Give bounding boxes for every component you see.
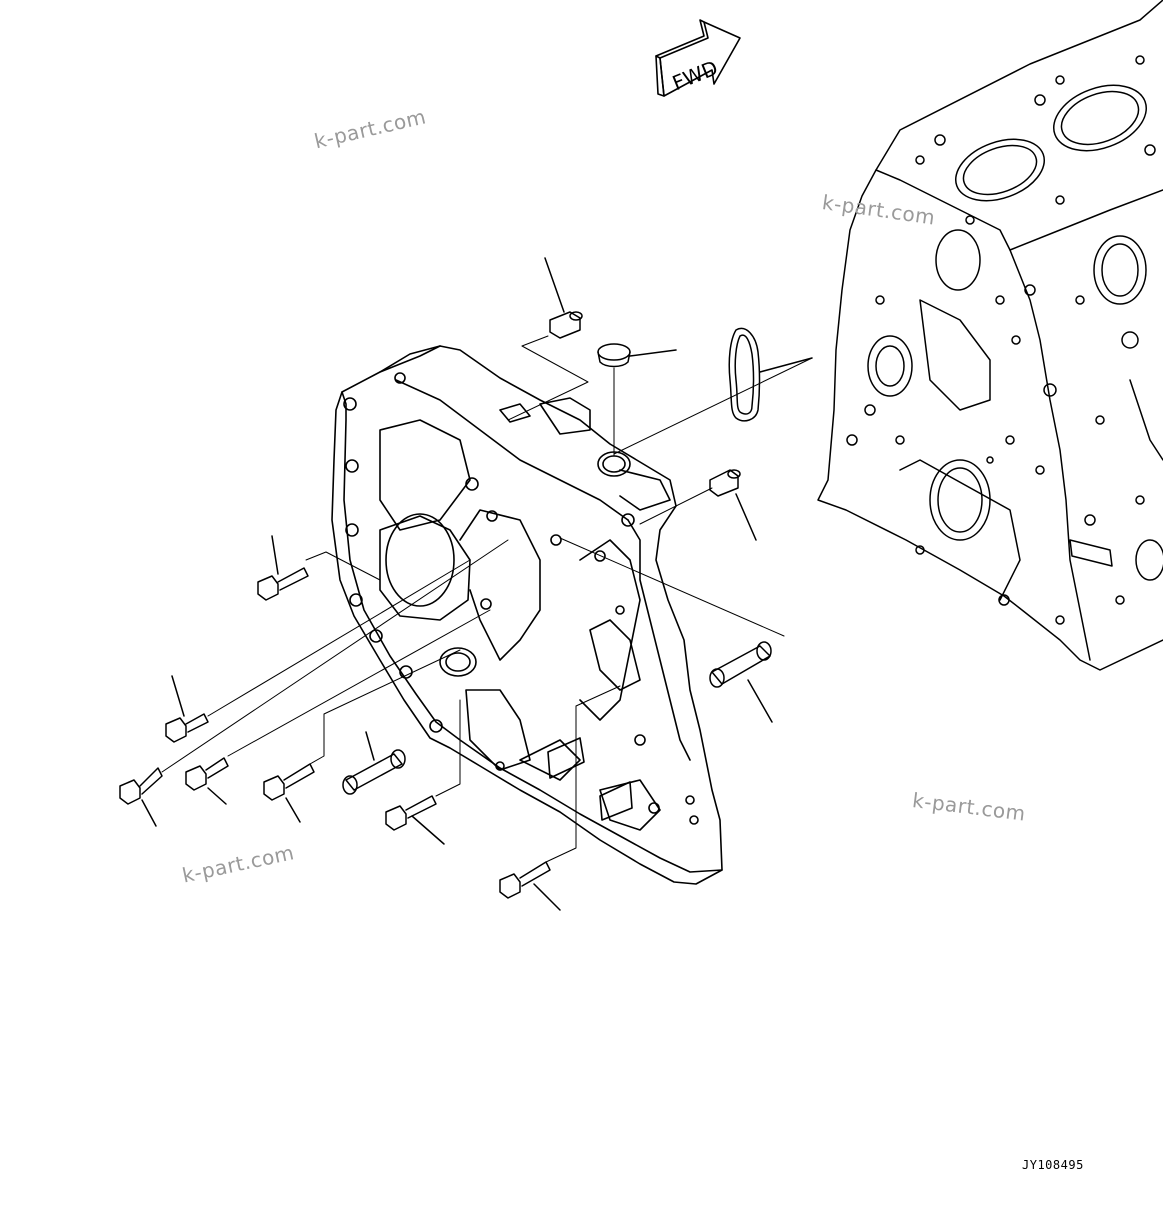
sleeve-left bbox=[342, 731, 406, 795]
bolt-2 bbox=[165, 675, 209, 743]
bolt-3 bbox=[119, 767, 163, 827]
fwd-label: FWD bbox=[669, 56, 721, 96]
bolt-6 bbox=[385, 795, 445, 845]
bolt-7 bbox=[499, 861, 561, 911]
gasket bbox=[728, 327, 813, 422]
alignment-lines bbox=[161, 335, 813, 863]
dowel-pin-top bbox=[544, 257, 583, 339]
bolt-4 bbox=[185, 757, 229, 805]
sleeve-right bbox=[709, 641, 773, 723]
o-ring-small bbox=[597, 343, 677, 368]
bolt-5 bbox=[263, 763, 315, 823]
fwd-arrow-icon: FWD bbox=[655, 19, 741, 97]
engine-block bbox=[817, 0, 1163, 671]
bolt-1 bbox=[257, 535, 309, 601]
dowel-pin-right bbox=[709, 469, 757, 541]
drawing-code: JY108495 bbox=[1022, 1158, 1084, 1172]
gear-case-plate bbox=[331, 345, 723, 885]
